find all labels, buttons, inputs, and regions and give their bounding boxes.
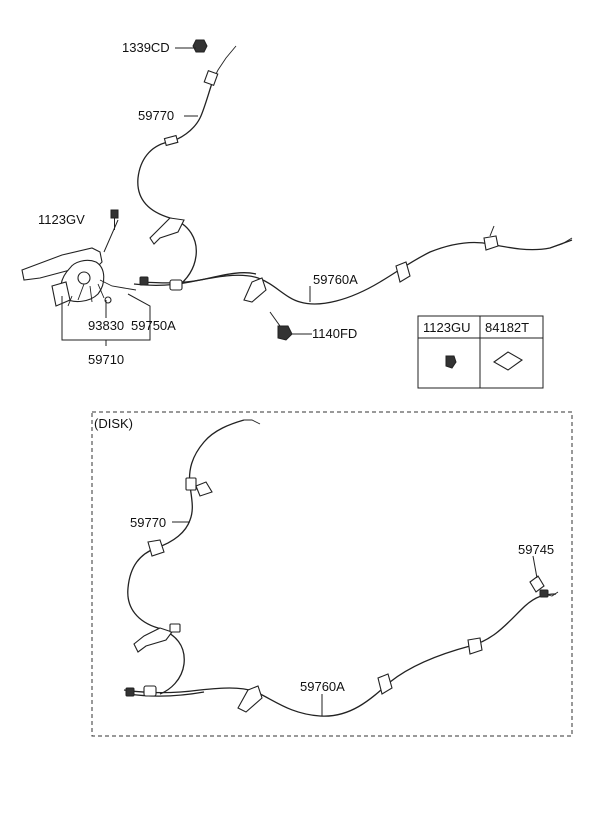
label-93830: 93830 <box>88 318 124 333</box>
label-59760a-disk: 59760A <box>300 679 345 694</box>
nut-1339cd <box>192 39 208 53</box>
label-59770-disk: 59770 <box>130 515 166 530</box>
disk-cable-59760a <box>123 575 559 717</box>
legend-header-84182t: 84182T <box>485 320 529 335</box>
pad-icon <box>492 351 524 371</box>
label-1123gv: 1123GV <box>38 212 85 227</box>
screw-icon <box>445 355 457 369</box>
disk-leader-lines <box>172 521 538 716</box>
bolt-1140fd <box>269 311 293 341</box>
top-cable-59770 <box>137 45 237 289</box>
label-59760a-top: 59760A <box>313 272 358 287</box>
label-59750a: 59750A <box>131 318 176 333</box>
disk-cable-59770 <box>127 419 261 695</box>
parking-brake-lever-59710 <box>21 247 137 307</box>
legend-header-1123gu: 1123GU <box>423 320 470 335</box>
label-59745: 59745 <box>518 542 554 557</box>
label-1339cd: 1339CD <box>122 40 170 55</box>
disk-section-frame <box>91 411 573 737</box>
label-59770-top: 59770 <box>138 108 174 123</box>
label-59710: 59710 <box>88 352 124 367</box>
label-1140fd: 1140FD <box>312 326 357 341</box>
top-cable-59760a <box>133 225 573 305</box>
top-leader-lines <box>61 47 312 346</box>
label-disk-section: (DISK) <box>94 416 133 431</box>
legend-table <box>417 315 544 389</box>
